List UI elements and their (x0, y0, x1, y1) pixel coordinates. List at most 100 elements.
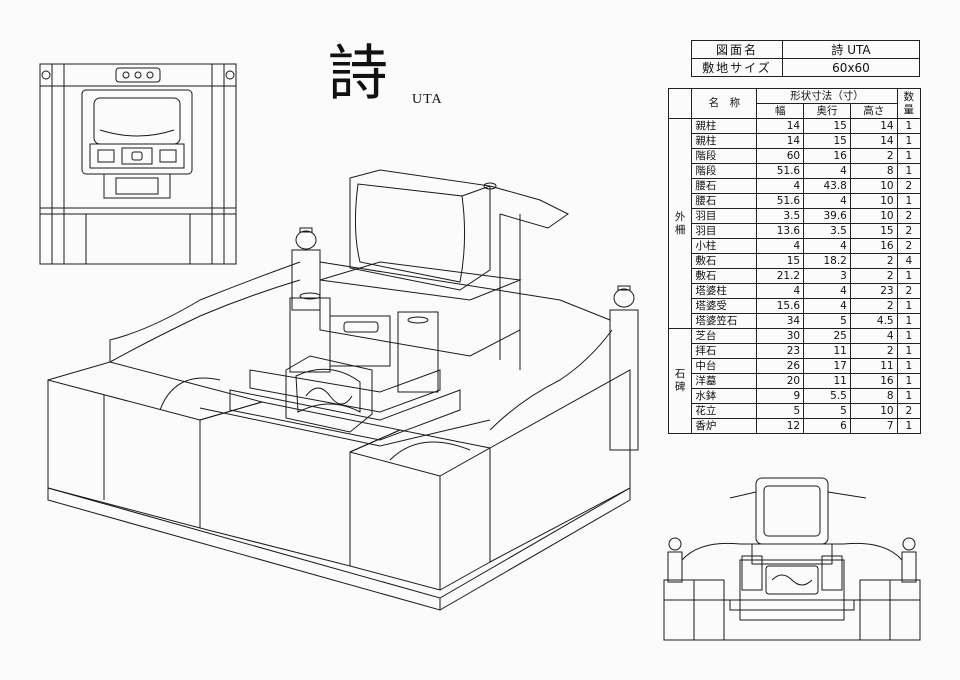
spec-cell-width: 14 (756, 133, 805, 149)
spec-cell-height: 15 (849, 223, 898, 239)
info-row: 敷地サイズ 60x60 (691, 58, 920, 77)
spec-cell-qty: 2 (896, 238, 922, 254)
spec-cell-qty: 1 (896, 193, 922, 209)
spec-cell-name: 羽目 (691, 208, 758, 224)
spec-cell-qty: 2 (896, 208, 922, 224)
spec-cell-height: 2 (849, 253, 898, 269)
spec-cell-name: 拝石 (691, 343, 758, 359)
spec-cell-qty: 1 (896, 343, 922, 359)
spec-cell-width: 12 (756, 418, 805, 434)
spec-name-header: 名 称 (691, 88, 758, 119)
spec-cell-name: 階段 (691, 148, 758, 164)
spec-cell-width: 9 (756, 388, 805, 404)
spec-cell-name: 塔婆受 (691, 298, 758, 314)
spec-cell-name: 敷石 (691, 268, 758, 284)
spec-cell-qty: 2 (896, 283, 922, 299)
spec-cell-depth: 3.5 (803, 223, 851, 239)
spec-group-label: 外柵 (667, 118, 693, 329)
spec-cell-height: 10 (849, 193, 898, 209)
spec-cell-name: 花立 (691, 403, 758, 419)
spec-cell-depth: 4 (803, 238, 851, 254)
spec-cell-name: 敷石 (691, 253, 758, 269)
spec-cell-qty: 1 (896, 328, 922, 344)
spec-cell-height: 11 (849, 358, 898, 374)
info-row: 図面名 詩 UTA (691, 40, 920, 59)
spec-cell-depth: 6 (803, 418, 851, 434)
spec-cell-height: 4.5 (849, 313, 898, 329)
spec-cell-width: 51.6 (756, 163, 805, 179)
spec-cell-depth: 25 (803, 328, 851, 344)
spec-cell-depth: 15 (803, 118, 851, 134)
spec-cell-name: 羽目 (691, 223, 758, 239)
spec-cell-width: 15.6 (756, 298, 805, 314)
front-elevation (664, 478, 920, 640)
spec-cell-height: 10 (849, 208, 898, 224)
spec-cell-height: 14 (849, 118, 898, 134)
info-label: 敷地サイズ (691, 58, 783, 77)
spec-cell-qty: 1 (896, 313, 922, 329)
spec-cell-qty: 1 (896, 118, 922, 134)
spec-cell-depth: 18.2 (803, 253, 851, 269)
spec-subheader-row: 幅 奥行 高さ (669, 103, 921, 119)
spec-cell-depth: 39.6 (803, 208, 851, 224)
spec-cell-height: 10 (849, 403, 898, 419)
spec-header-row: 名 称 形状寸法（寸） 数量 (667, 88, 922, 119)
spec-cell-name: 親柱 (691, 133, 758, 149)
info-value: 60x60 (782, 58, 920, 77)
spec-cell-name: 腰石 (691, 193, 758, 209)
spec-cell-qty: 1 (896, 418, 922, 434)
spec-cell-qty: 1 (896, 388, 922, 404)
spec-group-header (667, 88, 693, 119)
spec-cell-width: 13.6 (756, 223, 805, 239)
spec-cell-name: 洋墓 (691, 373, 758, 389)
spec-cell-width: 30 (756, 328, 805, 344)
spec-cell-qty: 1 (896, 163, 922, 179)
spec-cell-width: 60 (756, 148, 805, 164)
spec-cell-width: 3.5 (756, 208, 805, 224)
perspective-view (48, 170, 638, 610)
spec-cell-depth: 43.8 (803, 178, 851, 194)
spec-cell-depth: 11 (803, 343, 851, 359)
spec-cell-depth: 4 (803, 163, 851, 179)
spec-cell-height: 10 (849, 178, 898, 194)
spec-cell-qty: 1 (896, 268, 922, 284)
spec-cell-name: 芝台 (691, 328, 758, 344)
spec-cell-width: 23 (756, 343, 805, 359)
spec-cell-qty: 1 (896, 298, 922, 314)
spec-dim-header: 形状寸法（寸） (756, 88, 898, 104)
spec-cell-width: 14 (756, 118, 805, 134)
spec-height-header: 高さ (849, 103, 898, 119)
spec-cell-name: 階段 (691, 163, 758, 179)
spec-cell-name: 親柱 (691, 118, 758, 134)
spec-cell-width: 5 (756, 403, 805, 419)
spec-cell-depth: 3 (803, 268, 851, 284)
spec-cell-height: 4 (849, 328, 898, 344)
spec-cell-height: 2 (849, 343, 898, 359)
spec-cell-depth: 5 (803, 313, 851, 329)
spec-cell-height: 16 (849, 238, 898, 254)
spec-cell-qty: 2 (896, 403, 922, 419)
spec-qty-header: 数量 (896, 88, 922, 119)
spec-cell-depth: 4 (803, 298, 851, 314)
info-table: 図面名 詩 UTA 敷地サイズ 60x60 (691, 40, 920, 77)
spec-cell-qty: 1 (896, 358, 922, 374)
plan-view (40, 64, 236, 264)
spec-cell-height: 23 (849, 283, 898, 299)
spec-cell-width: 26 (756, 358, 805, 374)
spec-group-label: 石碑 (667, 328, 693, 434)
